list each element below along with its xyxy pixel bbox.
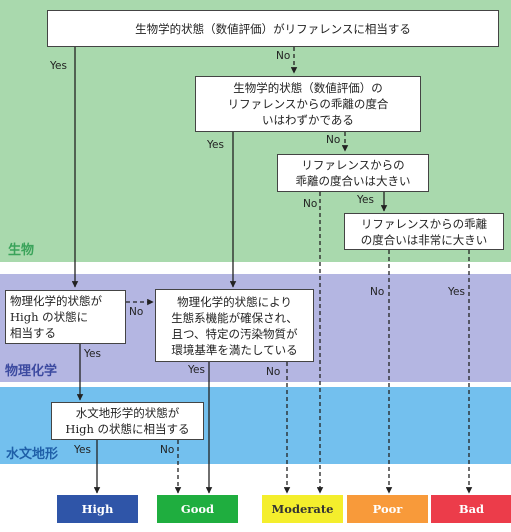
node-physchem-high: 物理化学的状態が High の状態に 相当する (5, 290, 126, 344)
outcome-bad: Bad (431, 495, 511, 523)
band-label-biology: 生物 (8, 243, 35, 258)
outcome-good: Good (157, 495, 238, 523)
outcome-high: High (57, 495, 138, 523)
label-h1-no: No (160, 444, 175, 456)
label-p2-no: No (266, 366, 281, 378)
node-hydromorph-high: 水文地形学的状態が High の状態に相当する (51, 402, 204, 440)
label-q2-no: No (326, 134, 341, 146)
label-p1-no: No (129, 306, 144, 318)
node-bio-slight-deviation: 生物学的状態（数値評価）の リファレンスからの乖離の度合 いはわずかである (195, 76, 421, 132)
outcome-poor: Poor (347, 495, 428, 523)
node-bio-very-large-deviation: リファレンスからの乖離 の度合いは非常に大きい (344, 213, 504, 250)
label-q4-no: No (370, 286, 385, 298)
label-q3-yes: Yes (357, 194, 374, 206)
band-label-physicochemical: 物理化学 (5, 364, 58, 379)
band-label-hydromorphology: 水文地形 (6, 447, 59, 462)
label-q2-yes: Yes (207, 139, 224, 151)
label-p2-yes: Yes (188, 364, 205, 376)
node-bio-reference: 生物学的状態（数値評価）がリファレンスに相当する (47, 10, 499, 47)
node-bio-large-deviation: リファレンスからの 乖離の度合いは大きい (277, 154, 429, 192)
label-q3-no: No (303, 198, 318, 210)
label-h1-yes: Yes (74, 444, 91, 456)
outcome-moderate: Moderate (262, 495, 343, 523)
node-physchem-good: 物理化学的状態により 生態系機能が確保され、 且つ、特定の汚染物質が 環境基準を… (155, 289, 314, 362)
label-q4-yes: Yes (448, 286, 465, 298)
label-p1-yes: Yes (84, 348, 101, 360)
label-q1-no: No (276, 50, 291, 62)
label-q1-yes: Yes (50, 60, 67, 72)
